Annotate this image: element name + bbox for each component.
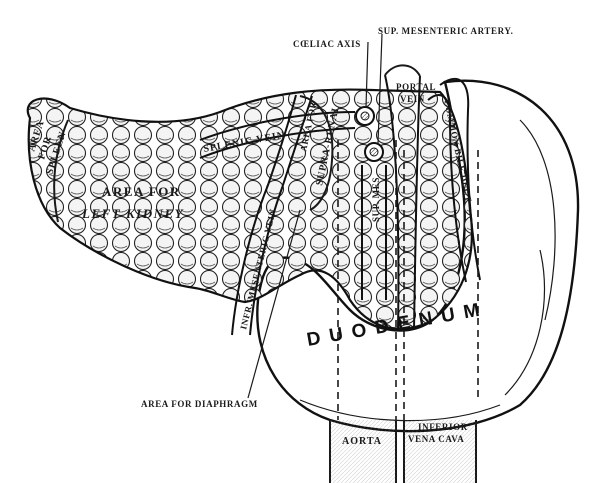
inferior-mesenteric-vein [231,94,313,336]
label-area-for-left-kidney-1: AREA FOR [102,184,181,199]
splenic-vein [199,111,356,159]
ivc-dashed-outline [403,150,479,420]
label-sup-mes: SUP. MES. [371,174,381,222]
common-bile-duct [427,78,481,283]
supra-renal-boundary [299,95,334,211]
label-inferior-vena-cava-2: VENA CAVA [408,434,464,444]
label-portal-vein-2: VEIN [400,94,425,104]
label-portal-vein-1: PORTAL [396,82,436,92]
label-area-for-left-kidney-2: LEFT KIDNEY [81,206,184,221]
aorta-dashed-outline [337,140,397,420]
label-inferior-vena-cava-1: INFERIOR [418,422,468,432]
coeliac-axis-ostium [355,106,375,126]
sup-mesenteric-artery-ostium [364,142,384,162]
ivc-stem [403,420,477,483]
superior-mesenteric-vessel [361,165,387,300]
label-sup-mesenteric-artery: SUP. MESENTERIC ARTERY. [378,26,514,36]
leader-lines [247,33,383,399]
label-aorta: AORTA [342,436,382,447]
label-coeliac-axis: CŒLIAC AXIS [293,39,361,49]
label-area-for-diaphragm: AREA FOR DIAPHRAGM [141,399,258,409]
aorta-stem [329,420,397,483]
